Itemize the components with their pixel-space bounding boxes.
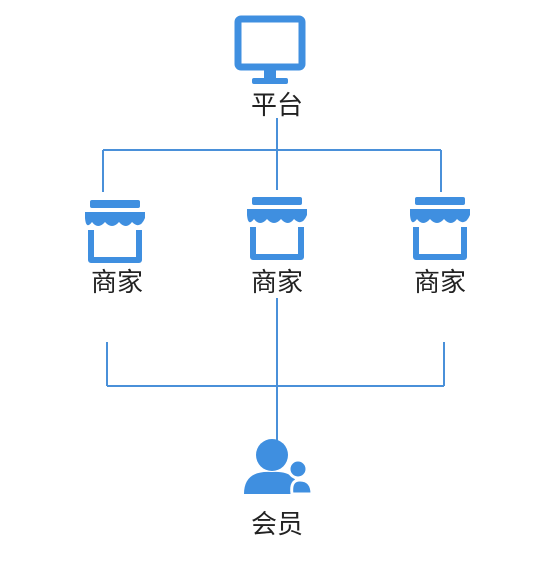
storefront-icon bbox=[247, 197, 307, 260]
connectors-top bbox=[102, 118, 442, 192]
monitor-icon bbox=[234, 15, 306, 84]
member-label: 会员 bbox=[250, 510, 303, 540]
storefront-icon bbox=[85, 200, 145, 263]
merchant-label: 商家 bbox=[90, 268, 143, 298]
users-icon bbox=[244, 439, 314, 496]
connectors-bottom bbox=[106, 298, 445, 442]
platform-label: 平台 bbox=[250, 91, 303, 121]
merchant-label: 商家 bbox=[250, 268, 303, 298]
merchant-label: 商家 bbox=[413, 268, 466, 298]
storefront-icon bbox=[410, 197, 470, 260]
